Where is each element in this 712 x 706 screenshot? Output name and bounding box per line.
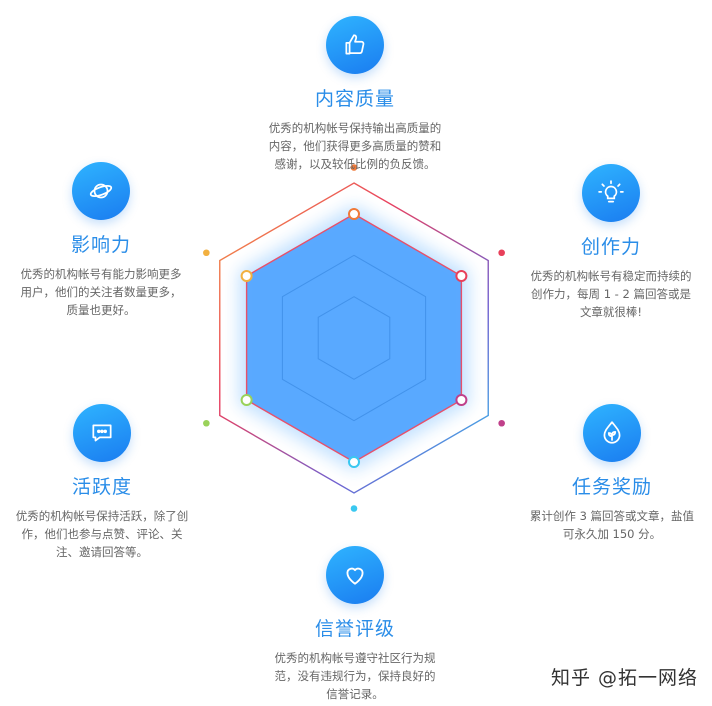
radar-axis-tip-dot	[350, 164, 358, 171]
planet-icon	[72, 162, 130, 220]
sprout-drop-icon	[583, 404, 641, 462]
radar-grid-ring	[317, 296, 391, 380]
feature-title: 创作力	[580, 236, 641, 258]
feature-title: 信誉评级	[314, 618, 395, 640]
chat-icon	[73, 404, 131, 462]
radar-outer-frame	[219, 182, 489, 494]
radar-vertex-marker	[240, 270, 253, 282]
radar-axis-tip-dot	[203, 249, 210, 257]
radar-grid-ring	[281, 254, 427, 422]
radar-vertex-marker	[455, 394, 468, 406]
radar-vertex-marker	[455, 270, 468, 282]
feature-title: 活跃度	[71, 476, 132, 498]
radar-axis-tip-dot	[498, 249, 505, 257]
feature-title: 任务奖励	[571, 476, 652, 498]
radar-axis-tip-dot	[203, 419, 210, 427]
feature-creation: 创作力 优秀的机构帐号有稳定而持续的创作力，每周 1 - 2 篇回答或是文章就很…	[516, 164, 706, 321]
radar-axis-tip-dot	[350, 505, 358, 512]
feature-description: 优秀的机构帐号保持输出高质量的内容，他们获得更多高质量的赞和感谢，以及较低比例的…	[268, 121, 442, 171]
feature-description: 累计创作 3 篇回答或文章，盐值可永久加 150 分。	[529, 509, 695, 541]
feature-task-reward: 任务奖励 累计创作 3 篇回答或文章，盐值可永久加 150 分。	[516, 404, 708, 543]
heart-icon	[326, 546, 384, 604]
feature-description: 优秀的机构帐号遵守社区行为规范，没有违规行为，保持良好的信誉记录。	[274, 651, 436, 701]
radar-vertex-marker	[348, 456, 360, 468]
radar-axis-tip-dot	[498, 419, 505, 427]
feature-content-quality: 内容质量 优秀的机构帐号保持输出高质量的内容，他们获得更多高质量的赞和感谢，以及…	[250, 16, 460, 173]
watermark: 知乎 @拓一网络	[550, 667, 698, 689]
feature-description: 优秀的机构帐号保持活跃，除了创作，他们也参与点赞、评论、关注、邀请回答等。	[15, 509, 189, 559]
radar-vertex-marker	[348, 208, 360, 220]
feature-description: 优秀的机构帐号有稳定而持续的创作力，每周 1 - 2 篇回答或是文章就很棒!	[530, 269, 692, 319]
feature-influence: 影响力 优秀的机构帐号有能力影响更多用户，他们的关注者数量更多，质量也更好。	[6, 162, 196, 319]
radar-vertex-marker	[240, 394, 253, 406]
thumbs-up-icon	[326, 16, 384, 74]
feature-title: 内容质量	[314, 88, 395, 110]
lightbulb-icon	[582, 164, 640, 222]
feature-credit-rating: 信誉评级 优秀的机构帐号遵守社区行为规范，没有违规行为，保持良好的信誉记录。	[250, 546, 460, 703]
feature-title: 影响力	[70, 234, 131, 256]
feature-activity: 活跃度 优秀的机构帐号保持活跃，除了创作，他们也参与点赞、评论、关注、邀请回答等…	[4, 404, 200, 561]
feature-description: 优秀的机构帐号有能力影响更多用户，他们的关注者数量更多，质量也更好。	[20, 267, 182, 317]
